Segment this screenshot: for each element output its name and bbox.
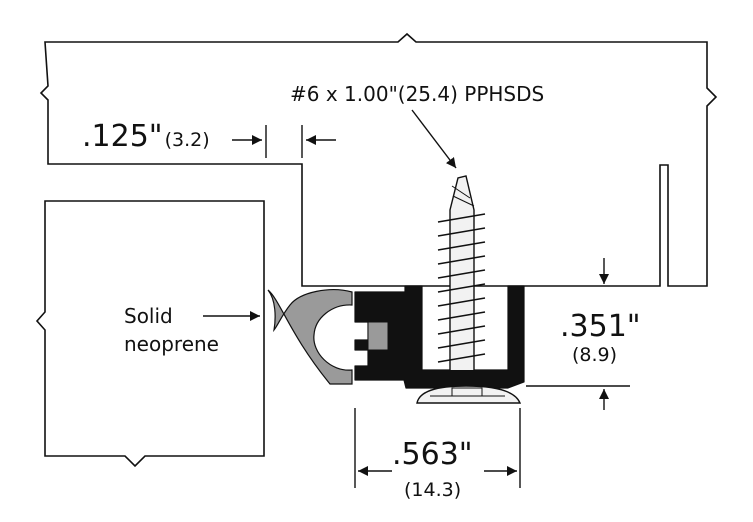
gap-dim-imperial: .125" — [82, 119, 163, 154]
gap-dim-label: .125"(3.2) — [82, 119, 210, 154]
seal-slot — [367, 321, 389, 351]
screw-head-base — [451, 387, 483, 397]
height-dim-imperial: .351" — [560, 309, 641, 344]
material-label-line1: Solid — [124, 304, 173, 328]
neoprene-seal — [267, 289, 353, 385]
material-label-line2: neoprene — [124, 332, 219, 356]
screw-label: #6 x 1.00"(25.4) PPHSDS — [290, 82, 544, 106]
width-dim-metric: (14.3) — [404, 479, 461, 501]
upper-board — [39, 32, 718, 287]
width-dim-imperial: .563" — [392, 437, 473, 472]
screw-leader — [411, 109, 457, 169]
jamb-block — [35, 200, 265, 468]
screw-shank — [437, 175, 486, 370]
height-dim-metric: (8.9) — [572, 344, 617, 366]
black-weatherstrip — [354, 285, 525, 389]
gap-dim-metric: (3.2) — [165, 129, 210, 151]
